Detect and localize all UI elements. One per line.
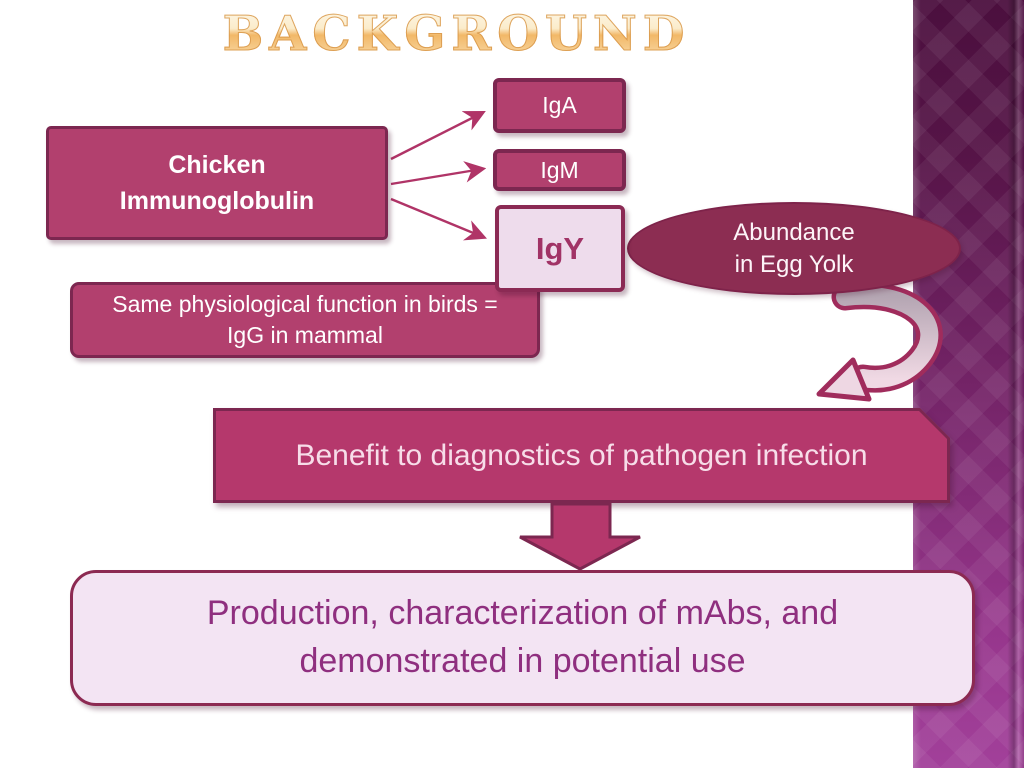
chicken-immunoglobulin-box: Chicken Immunoglobulin xyxy=(46,126,388,240)
production-line1: Production, characterization of mAbs, an… xyxy=(206,594,839,633)
igm-label: IgM xyxy=(540,156,579,183)
benefit-box: Benefit to diagnostics of pathogen infec… xyxy=(213,408,950,503)
production-box: Production, characterization of mAbs, an… xyxy=(70,570,975,706)
arrow-to-iga xyxy=(390,111,486,161)
production-line2: demonstrated in potential use xyxy=(299,642,746,680)
igy-label: IgY xyxy=(535,230,585,266)
benefit-box-fill: Benefit to diagnostics of pathogen infec… xyxy=(216,411,947,500)
same-function-box: Same physiological function in birds = I… xyxy=(70,282,540,358)
benefit-label: Benefit to diagnostics of pathogen infec… xyxy=(295,438,868,472)
abundance-line2: in Egg Yolk xyxy=(734,250,854,278)
arrow-to-igy xyxy=(390,197,487,241)
iga-box: IgA xyxy=(493,78,626,133)
same-line2: IgG in mammal xyxy=(227,322,383,348)
down-arrow xyxy=(519,502,641,571)
chicken-label-line1: Chicken xyxy=(168,150,266,179)
slide-title: BACKGROUND xyxy=(0,6,913,63)
igy-box: IgY xyxy=(495,205,625,292)
arrow-to-igm xyxy=(390,161,487,186)
chicken-label-line2: Immunoglobulin xyxy=(119,187,315,215)
same-line1: Same physiological function in birds = xyxy=(112,290,498,317)
iga-label: IgA xyxy=(542,92,577,118)
abundance-ellipse: Abundance in Egg Yolk xyxy=(627,202,961,295)
igm-box: IgM xyxy=(493,149,626,191)
abundance-line1: Abundance xyxy=(733,219,855,247)
